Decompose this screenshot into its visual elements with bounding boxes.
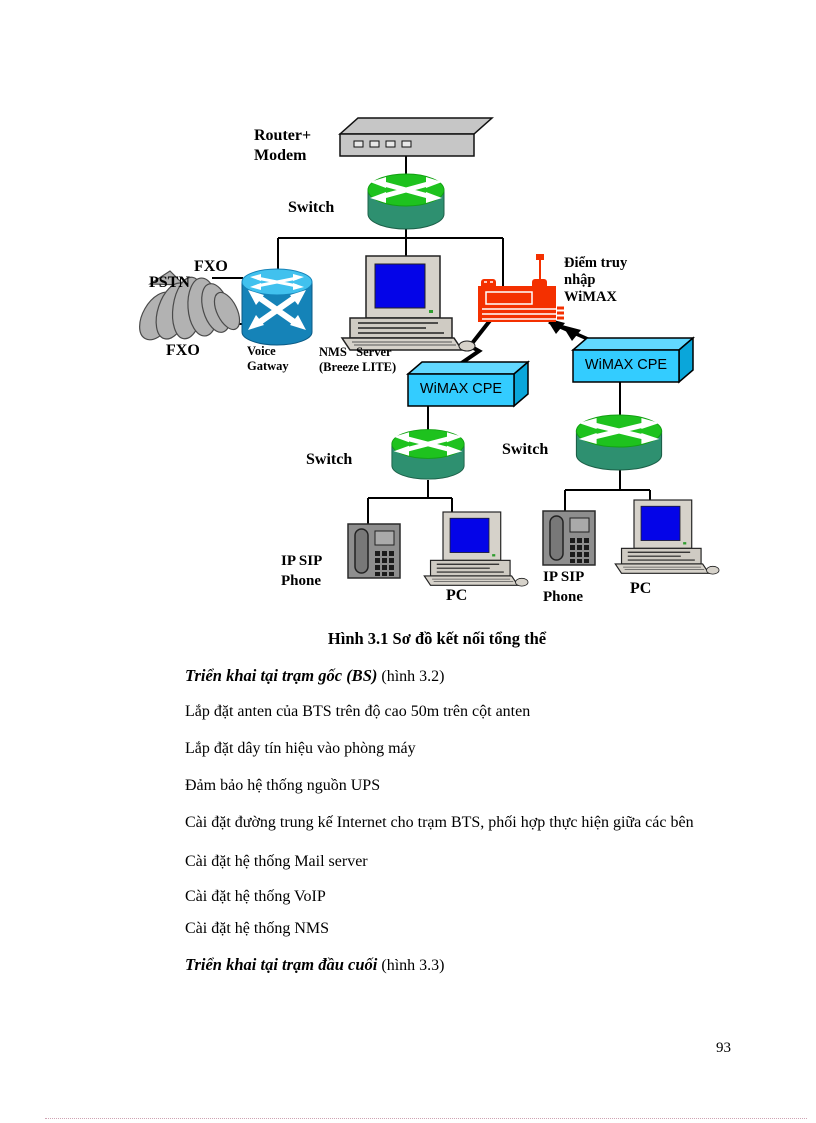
label-fxo-top: FXO xyxy=(194,258,228,275)
pstn-cloud xyxy=(139,270,241,341)
paragraph: Lắp đặt dây tín hiệu vào phòng máy xyxy=(185,740,416,758)
paragraph-text: Lắp đặt dây tín hiệu vào phòng máy xyxy=(185,740,416,757)
pc-right-icon xyxy=(614,499,720,575)
label-switch-left: Switch xyxy=(306,451,353,468)
paragraph-text: Cài đặt hệ thống VoIP xyxy=(185,888,326,905)
network-lines xyxy=(192,154,651,526)
paragraph-text: Cài đặt hệ thống Mail server xyxy=(185,853,368,870)
label-pstn: PSTN xyxy=(149,274,190,291)
page-number: 93 xyxy=(716,1040,731,1056)
paragraph-text: Lắp đặt anten của BTS trên độ cao 50m tr… xyxy=(185,703,531,720)
switch-left-icon xyxy=(392,430,464,480)
router-modem-icon xyxy=(338,117,494,157)
label-ip-sip-phone-right: IP SIP Phone xyxy=(543,569,585,605)
label-ip-sip-phone-left: IP SIP Phone xyxy=(281,553,323,589)
label-router-modem: Router+ Modem xyxy=(254,127,312,164)
wimax-access-point-icon xyxy=(478,254,564,322)
label-pc-right: PC xyxy=(630,580,652,597)
label-fxo-bottom: FXO xyxy=(166,342,200,359)
label-switch-top: Switch xyxy=(288,199,335,216)
paragraph-text: Đảm bảo hệ thống nguồn UPS xyxy=(185,777,381,794)
switch-right-icon xyxy=(576,415,661,470)
nms-server-pc-icon xyxy=(341,255,476,352)
paragraph: Lắp đặt anten của BTS trên độ cao 50m tr… xyxy=(185,703,530,721)
paragraph: Cài đặt hệ thống NMS xyxy=(185,920,329,938)
paragraph: Cài đặt đường trung kế Internet cho trạm… xyxy=(185,814,694,832)
label-pc-left: PC xyxy=(446,587,468,604)
page-bottom-divider xyxy=(45,1118,807,1119)
figure-caption: Hình 3.1 Sơ đồ kết nối tổng thể xyxy=(327,629,547,648)
voice-gateway-icon xyxy=(241,268,313,346)
label-wimax-access-point: Điểm truy nhập WiMAX xyxy=(564,255,628,305)
pc-left-icon xyxy=(423,511,529,587)
paragraph-heading-bs: Triển khai tại trạm gốc (BS) (hình 3.2) xyxy=(185,666,444,686)
ip-sip-phone-left-icon xyxy=(347,523,401,579)
ip-sip-phone-right-icon xyxy=(542,510,596,566)
paragraph-text: Cài đặt đường trung kế Internet cho trạm… xyxy=(185,814,694,831)
label-wimax-cpe-right: WiMAX CPE xyxy=(584,357,668,373)
label-switch-right: Switch xyxy=(502,441,549,458)
heading-rest-text: (hình 3.3) xyxy=(377,957,445,974)
paragraph: Cài đặt hệ thống VoIP xyxy=(185,888,326,906)
heading-rest-text: (hình 3.2) xyxy=(377,668,445,685)
paragraph-heading-terminal: Triển khai tại trạm đầu cuối (hình 3.3) xyxy=(185,955,445,975)
heading-bold-text: Triển khai tại trạm gốc (BS) xyxy=(185,666,378,685)
paragraph-text: Cài đặt hệ thống NMS xyxy=(185,920,329,937)
label-wimax-cpe-left: WiMAX CPE xyxy=(419,381,503,397)
paragraph: Đảm bảo hệ thống nguồn UPS xyxy=(185,777,380,795)
label-nms-server: NMS Server (Breeze LITE) xyxy=(319,345,397,374)
network-diagram xyxy=(139,117,720,587)
paragraph: Cài đặt hệ thống Mail server xyxy=(185,853,368,871)
label-voice-gateway: Voice Gatway xyxy=(247,344,289,373)
switch-top-icon xyxy=(368,174,444,229)
heading-bold-text: Triển khai tại trạm đầu cuối xyxy=(185,955,378,974)
